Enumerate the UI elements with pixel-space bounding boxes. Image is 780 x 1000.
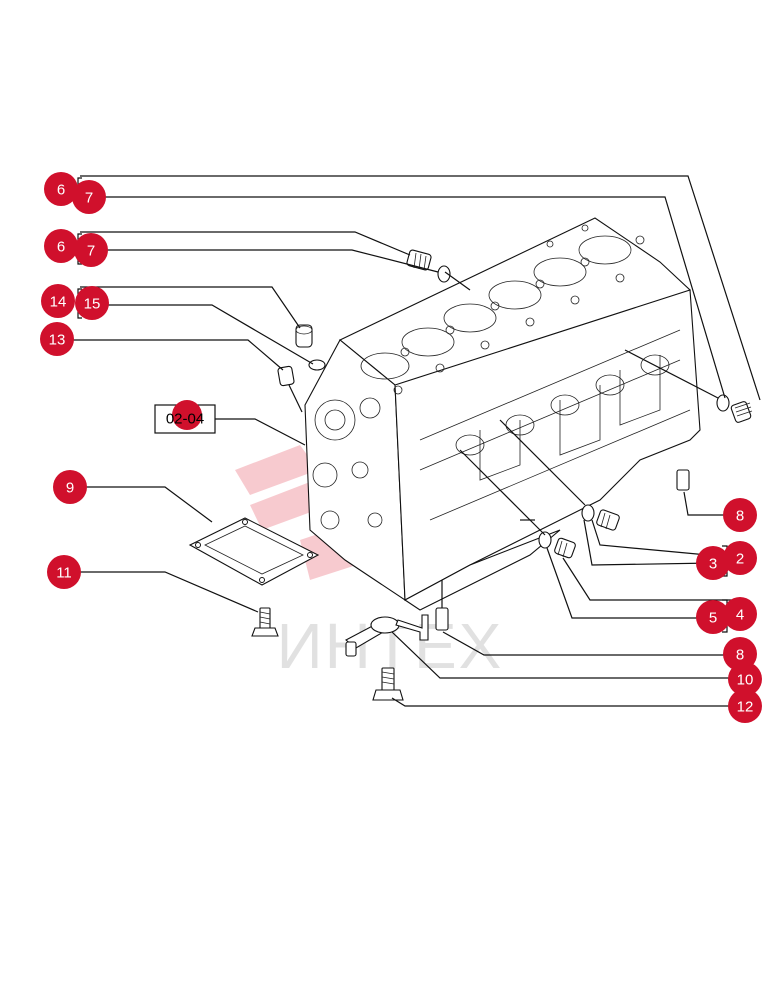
callout-14-label: 14 [50,294,67,311]
bolt-part-12 [372,667,404,701]
callout-5-label: 5 [709,610,717,627]
callout-6-label: 6 [57,239,65,256]
engine-block [304,217,701,611]
plug-part-4 [554,537,576,559]
callout-2-label: 2 [736,551,744,568]
callout-11: 11 [47,555,81,589]
plug-part-2 [596,509,620,531]
plug-part-6 [730,401,753,423]
seal-ring-part-7-b [437,265,451,283]
callout-9: 9 [53,470,87,504]
callout-13: 13 [40,322,74,356]
callout-10-label: 10 [737,672,754,689]
callout-5: 5 [696,600,730,634]
callout-8-label: 8 [736,647,744,664]
callout-3-label: 3 [709,556,717,573]
seal-ring-part-15 [308,359,326,371]
dowel-part-8-b [435,607,449,631]
seal-ring-part-3 [581,504,595,522]
callout-12-label: 12 [737,699,754,716]
plug-part-6-b [406,249,432,271]
leader-lines [57,175,761,707]
callout-2: 2 [723,541,757,575]
callout-7-label: 7 [85,190,93,207]
callout-3: 3 [696,546,730,580]
callout-11-label: 11 [56,565,72,582]
plug-part-14 [295,324,313,348]
callout-7: 7 [74,233,108,267]
callout-4-label: 4 [736,607,744,624]
callout-6: 6 [44,229,78,263]
reference-box-label: 02-04 [166,411,204,428]
callout-7-label: 7 [87,243,95,260]
callout-15: 15 [75,286,109,320]
callout-6: 6 [44,172,78,206]
pin-part-13 [277,365,303,413]
oil-nozzle-part-10 [345,614,429,657]
callout-10: 10 [728,662,762,696]
callout-14: 14 [41,284,75,318]
seal-ring-part-7 [716,394,730,412]
screw-part-11 [251,607,279,637]
callout-9-label: 9 [66,480,74,497]
seal-ring-part-5 [538,531,552,549]
callout-12: 12 [728,689,762,723]
small-parts [251,249,753,701]
callout-4: 4 [723,597,757,631]
callout-6-label: 6 [57,182,65,199]
callout-8: 8 [723,498,757,532]
callout-15-label: 15 [84,296,101,313]
callout-8-label: 8 [736,508,744,525]
callout-13-label: 13 [49,332,66,349]
cover-gasket [188,517,320,586]
dowel-part-8 [676,469,690,491]
callouts: 6 7 6 7 14 15 13 9 [40,172,762,723]
callout-7: 7 [72,180,106,214]
reference-box: 02-04 [154,400,216,434]
